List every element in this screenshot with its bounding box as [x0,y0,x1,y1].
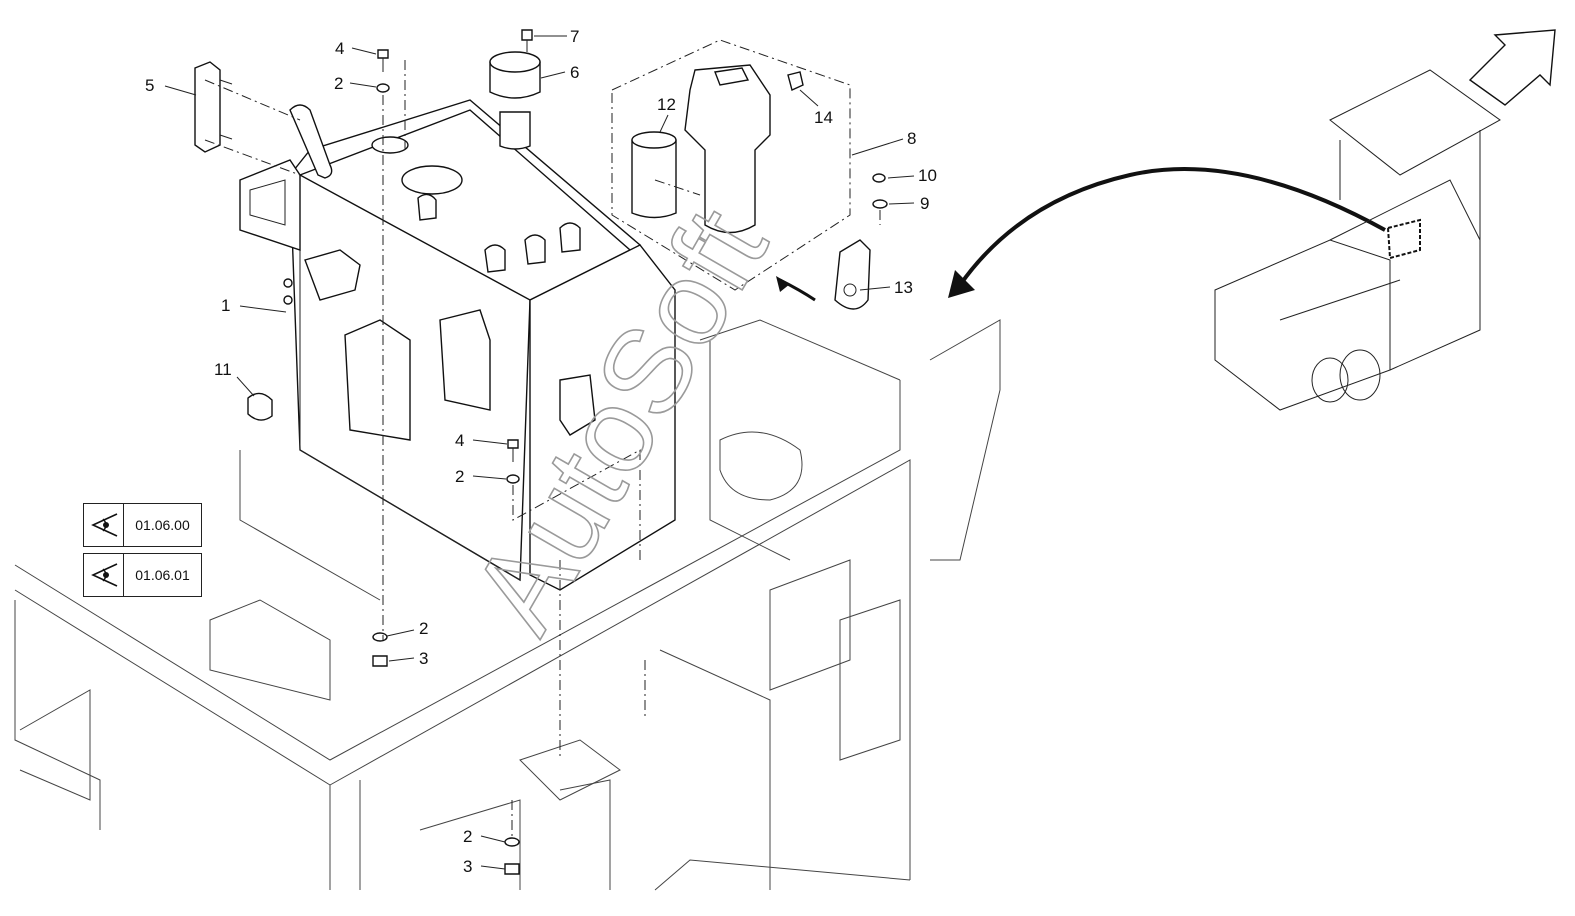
filler-cap-part [489,51,541,150]
callout-2c: 2 [419,619,428,638]
reference-link-01-06-01[interactable]: 01.06.01 [83,553,202,597]
callout-11: 11 [214,360,232,379]
callout-2d: 2 [463,827,472,846]
eye-icon [84,504,124,546]
callout-1: 1 [221,296,230,315]
eye-icon [84,554,124,596]
washers-right [872,173,888,209]
callout-4: 4 [335,39,344,58]
callout-6: 6 [570,63,579,82]
callout-2b: 2 [455,467,464,486]
callout-12: 12 [657,95,676,114]
callout-2: 2 [334,74,343,93]
filter-assembly [611,39,851,291]
callout-4b: 4 [455,431,464,450]
callout-5: 5 [145,76,154,95]
callout-labels: 4 2 7 6 5 12 14 8 10 9 13 1 11 4 2 2 3 2… [145,27,937,876]
callout-14: 14 [814,108,833,127]
locator-arrow [948,167,1386,298]
leader-lines [164,35,915,870]
clamp-part [776,239,871,310]
callout-9: 9 [920,194,929,213]
alignment-lines [204,60,881,840]
callout-10: 10 [918,166,937,185]
reference-link-01-06-00[interactable]: 01.06.00 [83,503,202,547]
sensor-part [247,392,273,421]
callout-3: 3 [419,649,428,668]
callout-3b: 3 [463,857,472,876]
reference-label: 01.06.00 [135,517,190,533]
paver-overview-sketch [1214,29,1556,411]
callout-8: 8 [907,129,916,148]
handle-part [194,61,233,153]
bolts-top [376,29,533,93]
chassis-frame [14,319,1001,891]
callout-13: 13 [894,278,913,297]
callout-7: 7 [570,27,579,46]
reference-label: 01.06.01 [135,567,190,583]
